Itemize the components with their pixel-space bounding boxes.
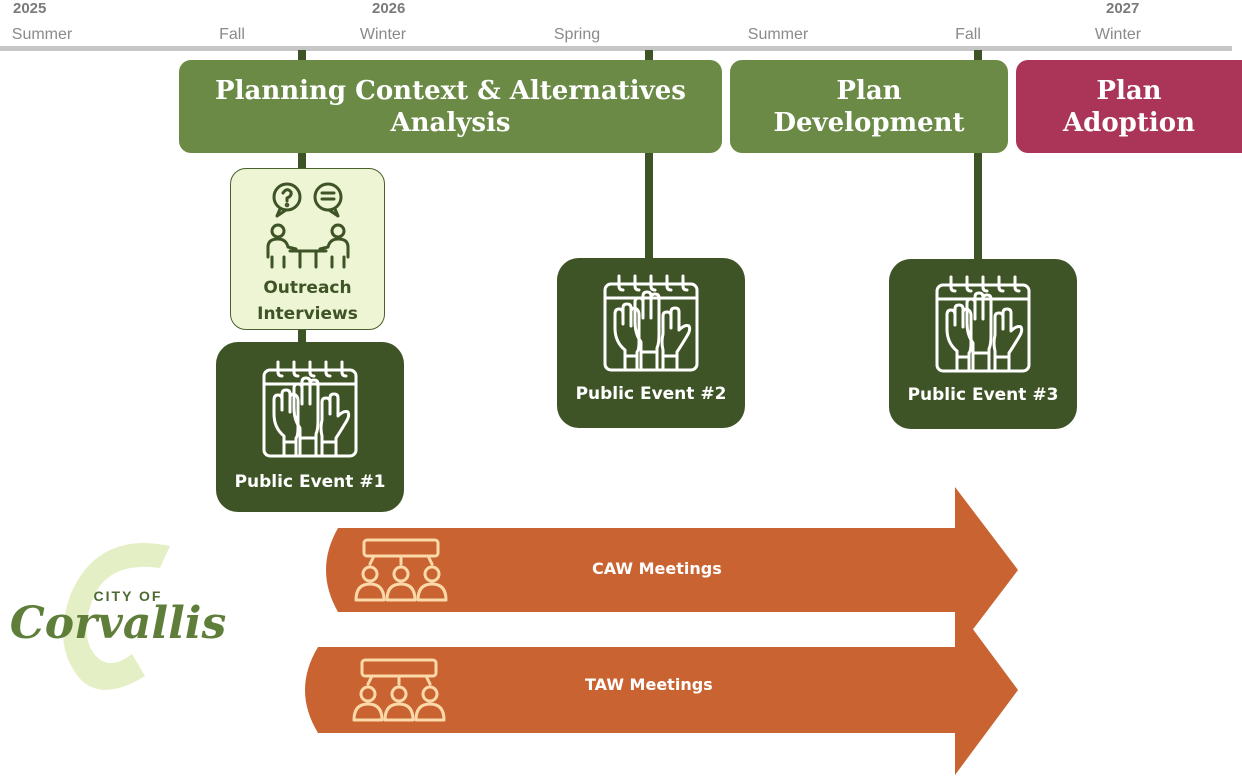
year-label-2025: 2025 <box>13 0 47 17</box>
event-3-stem <box>974 50 982 262</box>
raised-hands-calendar-icon <box>603 274 699 372</box>
year-label-2026: 2026 <box>372 0 406 17</box>
timeline-axis <box>0 46 1232 51</box>
season-label: Winter <box>1094 26 1142 43</box>
phase-label: Development <box>773 107 965 138</box>
phase-label: Adoption <box>1062 107 1195 138</box>
phase-label: Plan <box>836 75 902 106</box>
public-event-1-card: Public Event #1 <box>216 342 404 512</box>
outreach-label: Outreach <box>263 278 352 298</box>
season-label: Fall <box>219 26 245 43</box>
event-2-stem <box>645 50 653 262</box>
phase-plan-adoption: Plan Adoption <box>1016 60 1242 153</box>
season-label: Spring <box>553 26 601 43</box>
caw-meetings-label: CAW Meetings <box>592 559 722 578</box>
group-meeting-icon <box>354 538 448 602</box>
season-label: Fall <box>955 26 981 43</box>
logo-line1: CITY OF <box>94 588 163 604</box>
taw-meetings-label: TAW Meetings <box>585 675 713 694</box>
phase-label: Plan <box>1096 75 1162 106</box>
season-label: Summer <box>747 26 809 43</box>
caw-arrow <box>326 487 1018 653</box>
phase-label: Planning Context & Alternatives <box>215 75 686 106</box>
outreach-label: Interviews <box>257 304 358 324</box>
season-label: Winter <box>359 26 407 43</box>
conversation-icon <box>266 182 349 269</box>
group-meeting-icon <box>352 658 446 722</box>
public-event-label: Public Event #1 <box>234 472 386 492</box>
year-label-2027: 2027 <box>1106 0 1140 17</box>
phase-plan-development: Plan Development <box>730 60 1008 153</box>
public-event-label: Public Event #3 <box>907 385 1059 405</box>
outreach-interviews-card: Outreach Interviews <box>230 168 385 330</box>
raised-hands-calendar-icon <box>262 360 358 458</box>
public-event-label: Public Event #2 <box>575 384 727 404</box>
public-event-3-card: Public Event #3 <box>889 259 1077 429</box>
city-of-corvallis-logo: CITY OF Corvallis <box>10 543 226 690</box>
raised-hands-calendar-icon <box>935 275 1031 373</box>
logo-line2: Corvallis <box>10 598 226 649</box>
season-label: Summer <box>11 26 73 43</box>
taw-arrow <box>305 605 1018 775</box>
public-event-2-card: Public Event #2 <box>557 258 745 428</box>
phase-label: Analysis <box>390 107 511 138</box>
phase-planning-context: Planning Context & Alternatives Analysis <box>179 60 722 153</box>
